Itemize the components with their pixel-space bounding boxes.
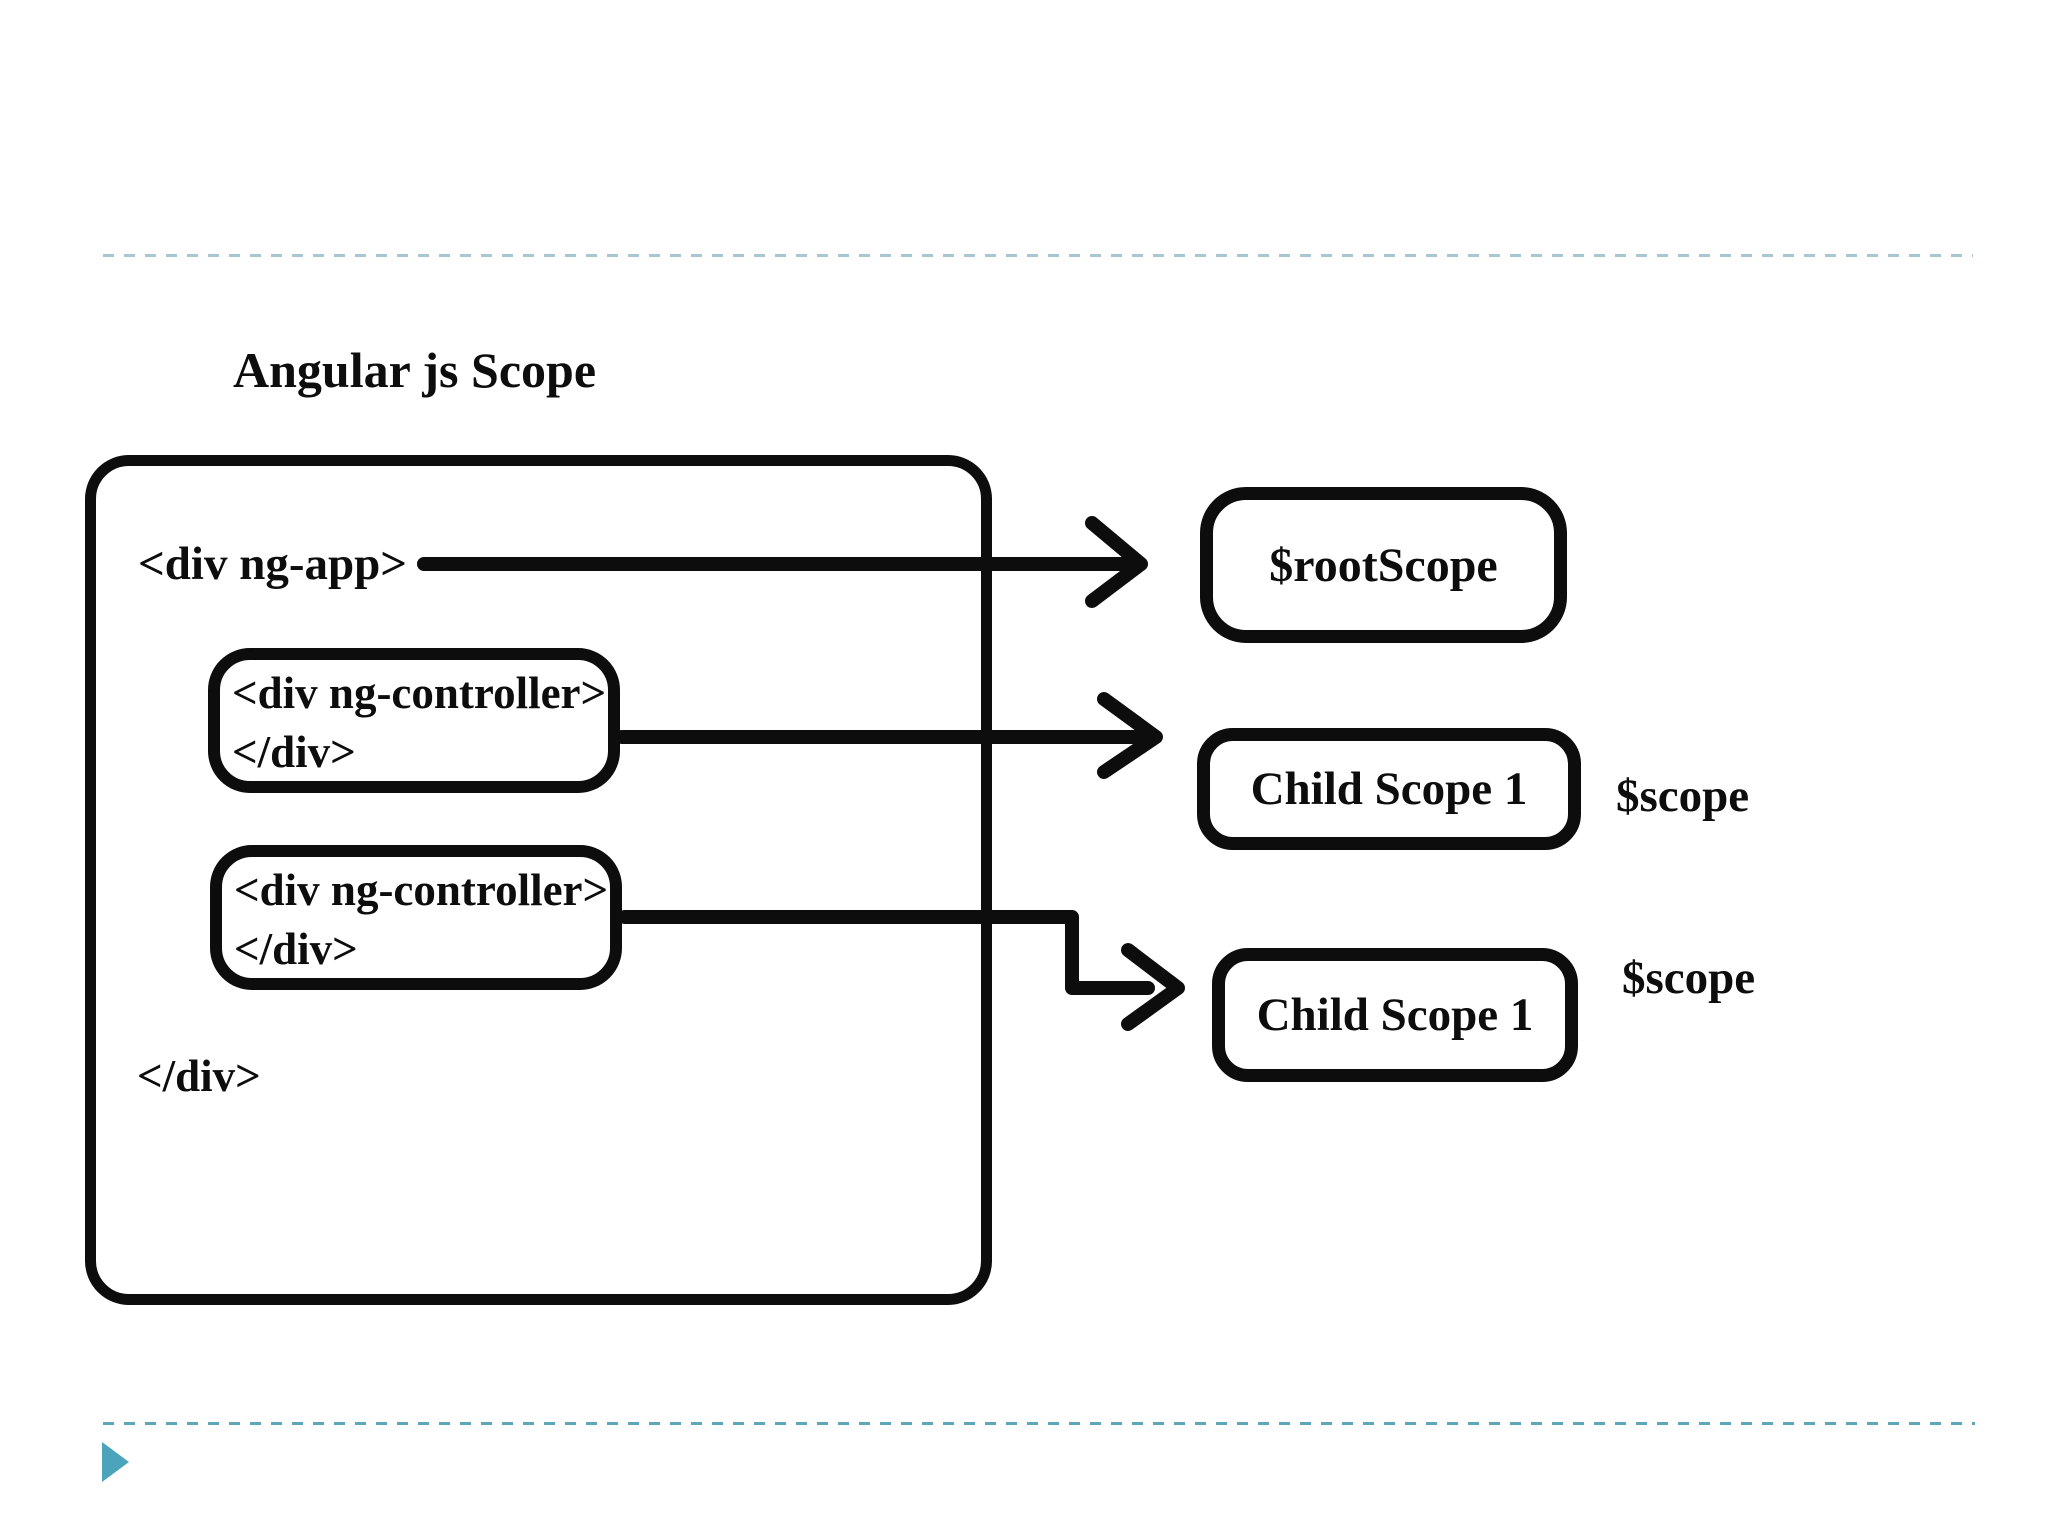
top-separator: [103, 254, 1973, 257]
ng-app-container-box: [85, 455, 992, 1305]
bottom-separator: [103, 1422, 1975, 1425]
ng-app-close-tag-text: </div>: [137, 1051, 261, 1101]
ng-app-open-tag-text: <div ng-app>: [138, 538, 408, 590]
arrow-1-head-icon: [1085, 516, 1148, 608]
arrow-3-head-icon: [1121, 943, 1185, 1031]
ng-controller-box-1: <div ng-controller> </div>: [208, 648, 620, 793]
scope-annotation-1: $scope: [1616, 770, 1750, 822]
ng-controller-box-2: <div ng-controller> </div>: [210, 845, 622, 990]
scope-annotation-2: $scope: [1622, 952, 1756, 1004]
ng-controller-1-close-tag-text: </div>: [232, 727, 356, 777]
child-scope-1-label: Child Scope 1: [1250, 763, 1528, 815]
arrow-2-head-icon: [1097, 692, 1163, 779]
child-scope-2-label: Child Scope 1: [1256, 989, 1534, 1041]
bullet-triangle-icon: [102, 1442, 129, 1482]
rootscope-box: $rootScope: [1200, 487, 1567, 643]
child-scope-2-box: Child Scope 1: [1212, 948, 1578, 1082]
rootscope-label: $rootScope: [1269, 538, 1498, 592]
ng-controller-1-open-tag-text: <div ng-controller>: [232, 668, 607, 718]
page-title: Angular js Scope: [233, 342, 597, 398]
ng-controller-2-open-tag-text: <div ng-controller>: [234, 865, 609, 915]
ng-controller-2-close-tag-text: </div>: [234, 924, 358, 974]
child-scope-1-box: Child Scope 1: [1197, 728, 1581, 850]
